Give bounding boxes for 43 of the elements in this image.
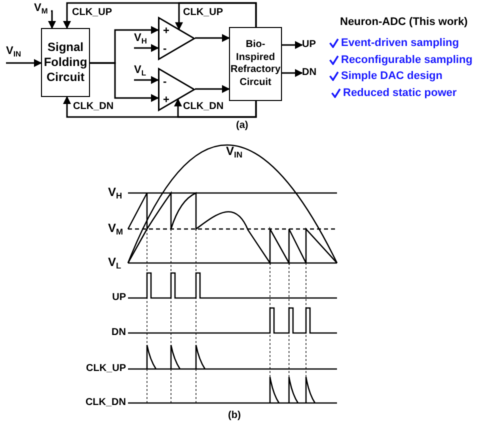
arrow (90, 62, 159, 102)
edge-label: CLK_DN (182, 102, 225, 112)
level-label: V$_{H}$ (108, 186, 122, 200)
signal-label: DN (112, 328, 126, 338)
input-sign: - (163, 44, 167, 55)
output-label: UP (302, 40, 316, 50)
feature-text: Event-driven sampling (341, 38, 459, 49)
feature-text: Reconfigurable sampling (341, 55, 472, 66)
level-label: V$_{M}$ (108, 222, 123, 236)
arrow (134, 44, 159, 52)
signal-label: CLK_UP (86, 364, 126, 374)
edge-label: CLK_UP (71, 8, 114, 18)
arrow (282, 41, 303, 49)
edge-label: CLK_UP (182, 8, 224, 18)
feature-text: Simple DAC design (341, 71, 442, 82)
waveform-label: V$_{IN}$ (226, 145, 242, 159)
input-sign: - (163, 77, 167, 88)
panel-caption: (b) (228, 411, 241, 421)
list-heading: Neuron-ADC (This work) (340, 17, 468, 28)
arrow (6, 59, 42, 67)
arrow (134, 76, 159, 84)
signal-label: V$_{H}$ (134, 33, 147, 45)
process-box: Signal Folding Circuit (41, 28, 90, 97)
arrow (195, 34, 230, 42)
arrow (195, 85, 230, 93)
output-label: DN (302, 68, 316, 78)
edge-label: CLK_DN (72, 102, 115, 112)
input-sign: + (163, 95, 170, 106)
panel-caption: (a) (236, 121, 248, 131)
signal-label: CLK_DN (85, 398, 126, 408)
signal-label: UP (112, 293, 126, 303)
arrow (48, 10, 56, 29)
level-label: V$_{L}$ (108, 256, 122, 270)
comparator-symbol (158, 17, 195, 60)
arrow (175, 2, 257, 30)
input-sign: + (163, 26, 170, 37)
process-box: Bio-Inspired Refractory Circuit (229, 27, 282, 101)
arrow (174, 98, 257, 118)
signal-label: V$_{L}$ (134, 65, 146, 77)
signal-label: V$_{M}$ (34, 3, 48, 15)
signal-label: V$_{IN}$ (6, 46, 22, 58)
feature-text: Reduced static power (343, 88, 457, 99)
arrow (282, 69, 303, 77)
